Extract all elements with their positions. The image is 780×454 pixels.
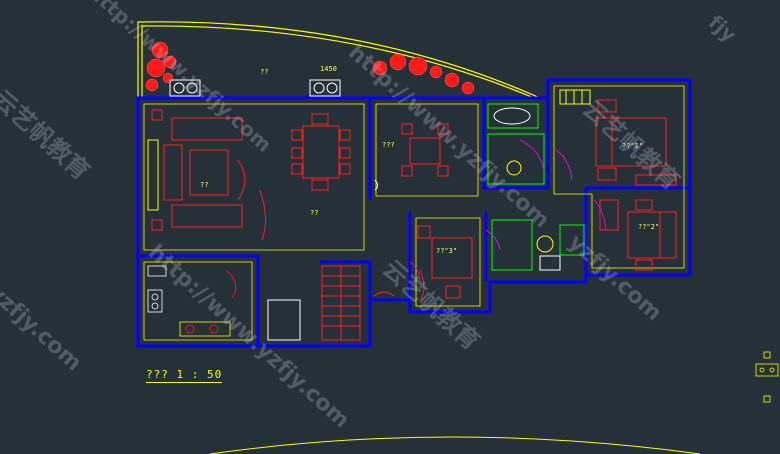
inner-outline [143,85,685,341]
room-label-balcony: ?? [260,68,268,76]
bedroom3-furniture [417,225,473,301]
bottom-arc [209,436,701,454]
room-label-bedroom3: ??"3" [436,247,457,255]
walls [136,78,692,348]
bedroom1-furniture [559,89,677,186]
hall-furniture [374,123,449,191]
room-label-dining: ?? [310,209,318,217]
living-furniture [147,109,266,241]
room-label-hall: ??? [382,141,395,149]
dining-furniture [291,113,351,191]
dimension-label: 1450 [320,65,337,73]
balcony-outline [137,21,541,99]
bedroom2-furniture [599,199,677,271]
room-label-bedroom2: ??"2" [638,223,659,231]
room-label-living: ?? [200,181,208,189]
legend-symbols [755,351,779,403]
staircase [267,265,395,341]
doors [409,139,607,283]
kitchen-fixtures [147,265,237,337]
room-label-bedroom1: ??"1" [622,142,643,150]
bathroom-fixtures [487,103,585,271]
scale-label: ??? 1 : 50 [146,368,223,383]
ac-units [169,79,341,97]
